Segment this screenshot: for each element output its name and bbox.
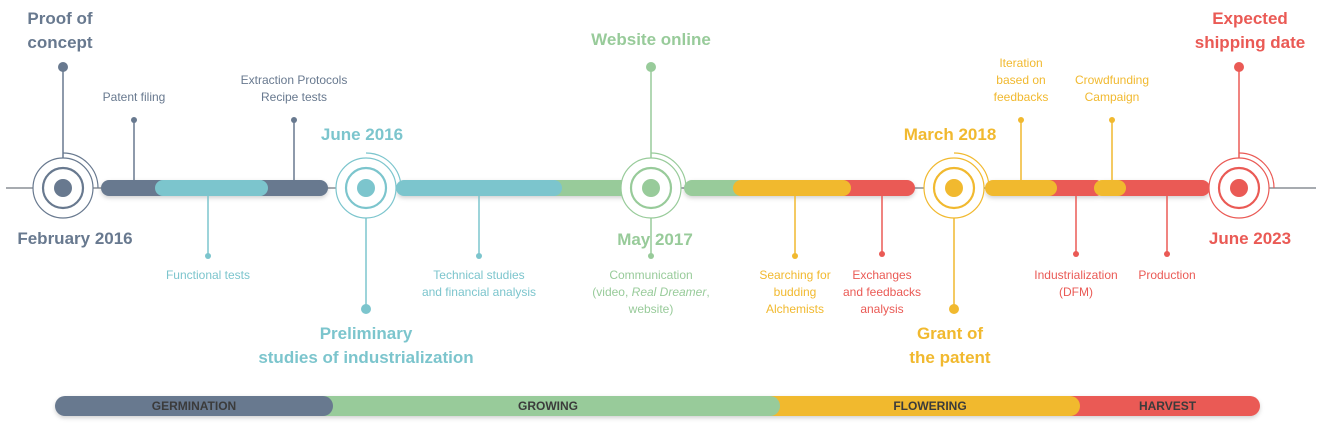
phase-growing-bar	[310, 396, 780, 416]
dot-shipping	[1234, 62, 1244, 72]
dot-searching	[792, 253, 798, 259]
bar-teal-1	[155, 180, 268, 196]
production-label: Production	[1138, 268, 1196, 282]
dot-grant	[949, 304, 959, 314]
phase-growing-label: GROWING	[518, 399, 578, 413]
may-2017-label: May 2017	[617, 230, 693, 249]
website-online-label: Website online	[591, 30, 711, 49]
june-2016-label: June 2016	[320, 125, 404, 144]
june-2023-label: June 2023	[1208, 229, 1292, 248]
phase-germination-label: GERMINATION	[151, 399, 237, 413]
bar-slate-2	[255, 180, 328, 196]
grant-of-patent-label: Grant of the patent	[909, 324, 991, 367]
phase-harvest-bar	[1050, 396, 1260, 416]
preliminary-studies-label: Preliminary studies of industrialization	[258, 324, 474, 367]
node-june-2016	[335, 152, 402, 219]
dot-proof-of-concept	[58, 62, 68, 72]
dot-website	[646, 62, 656, 72]
patent-filing-label: Patent filing	[102, 90, 166, 104]
march-2018-label: March 2018	[903, 125, 997, 144]
dot-extraction	[291, 117, 297, 123]
iteration-label: Iteration based on feedbacks	[993, 56, 1049, 104]
bar-yellow-3	[1094, 180, 1126, 196]
node-march-2018	[923, 152, 990, 219]
extraction-protocols-label: Extraction Protocols Recipe tests	[240, 73, 348, 104]
bar-slate-1	[101, 180, 171, 196]
proof-of-concept-label: Proof of concept	[27, 9, 93, 52]
bar-yellow-2	[985, 180, 1057, 196]
dot-crowdfunding	[1109, 117, 1115, 123]
dot-exchanges	[879, 251, 885, 257]
dot-industrialization	[1073, 251, 1079, 257]
dot-patent-filing	[131, 117, 137, 123]
node-june-2023	[1208, 152, 1275, 219]
bar-green-1	[540, 180, 632, 196]
dot-technical	[476, 253, 482, 259]
exchanges-label: Exchanges and feedbacks analysis	[842, 268, 922, 316]
searching-label: Searching for budding Alchemists	[759, 268, 831, 316]
industrialization-label: Industrialization (DFM)	[1034, 268, 1118, 299]
dot-communication	[648, 253, 654, 259]
dot-preliminary	[361, 304, 371, 314]
bar-yellow-1	[733, 180, 851, 196]
february-2016-label: February 2016	[17, 229, 133, 248]
communication-line-1: Communication	[609, 268, 693, 282]
communication-part-c: ,	[706, 285, 710, 299]
communication-label: Communication (video, Real Dreamer, webs…	[576, 267, 726, 318]
bar-red-3	[1110, 180, 1210, 196]
bar-teal-2	[396, 180, 562, 196]
technical-studies-label: Technical studies and financial analysis	[421, 268, 537, 299]
dot-functional-tests	[205, 253, 211, 259]
phase-flowering-label: FLOWERING	[893, 399, 967, 413]
communication-part-b: (video,	[592, 285, 632, 299]
bar-green-2	[684, 180, 746, 196]
phase-germination-bar	[55, 396, 333, 416]
phase-flowering-bar	[755, 396, 1080, 416]
real-dreamer-label: Real Dreamer	[631, 285, 707, 299]
dot-production	[1164, 251, 1170, 257]
phase-harvest-label: HARVEST	[1138, 399, 1197, 413]
expected-shipping-label: Expected shipping date	[1194, 9, 1306, 52]
bar-red-1	[833, 180, 915, 196]
node-may-2017	[620, 152, 687, 219]
functional-tests-label: Functional tests	[165, 268, 251, 282]
communication-line-2: (video, Real Dreamer,	[576, 284, 726, 301]
dot-iteration	[1018, 117, 1024, 123]
node-february-2016	[32, 152, 99, 219]
crowdfunding-label: Crowdfunding Campaign	[1074, 73, 1150, 104]
communication-line-3: website)	[628, 302, 674, 316]
